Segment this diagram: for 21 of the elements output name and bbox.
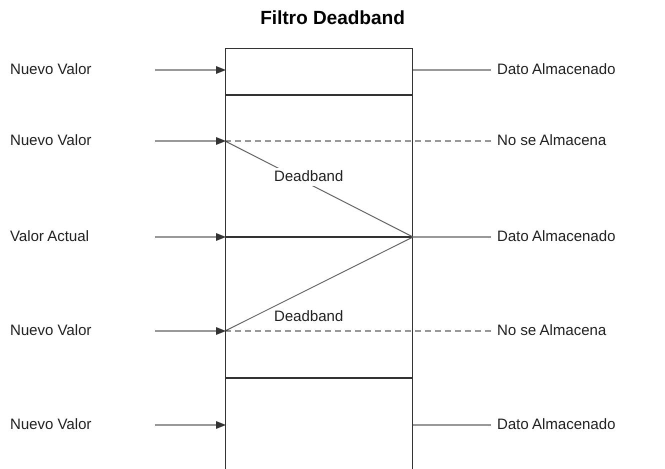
input-label: Nuevo Valor — [10, 416, 92, 434]
input-label: Valor Actual — [10, 228, 89, 246]
deadband-label: Deadband — [272, 168, 346, 186]
arrow — [154, 233, 226, 241]
connector-line — [412, 236, 492, 238]
output-label: No se Almacena — [497, 322, 606, 340]
arrow — [154, 137, 226, 145]
connector-line — [224, 330, 492, 332]
input-label: Nuevo Valor — [10, 322, 92, 340]
output-label: Dato Almacenado — [497, 228, 616, 246]
arrow — [154, 66, 226, 74]
connector-line — [412, 424, 492, 426]
output-label: Dato Almacenado — [497, 61, 616, 79]
input-label: Nuevo Valor — [10, 61, 92, 79]
diagram-title: Filtro Deadband — [259, 8, 406, 30]
arrow — [154, 327, 226, 335]
output-label: Dato Almacenado — [497, 416, 616, 434]
connector-line — [224, 140, 492, 142]
arrow — [154, 421, 226, 429]
output-label: No se Almacena — [497, 132, 606, 150]
input-label: Nuevo Valor — [10, 132, 92, 150]
